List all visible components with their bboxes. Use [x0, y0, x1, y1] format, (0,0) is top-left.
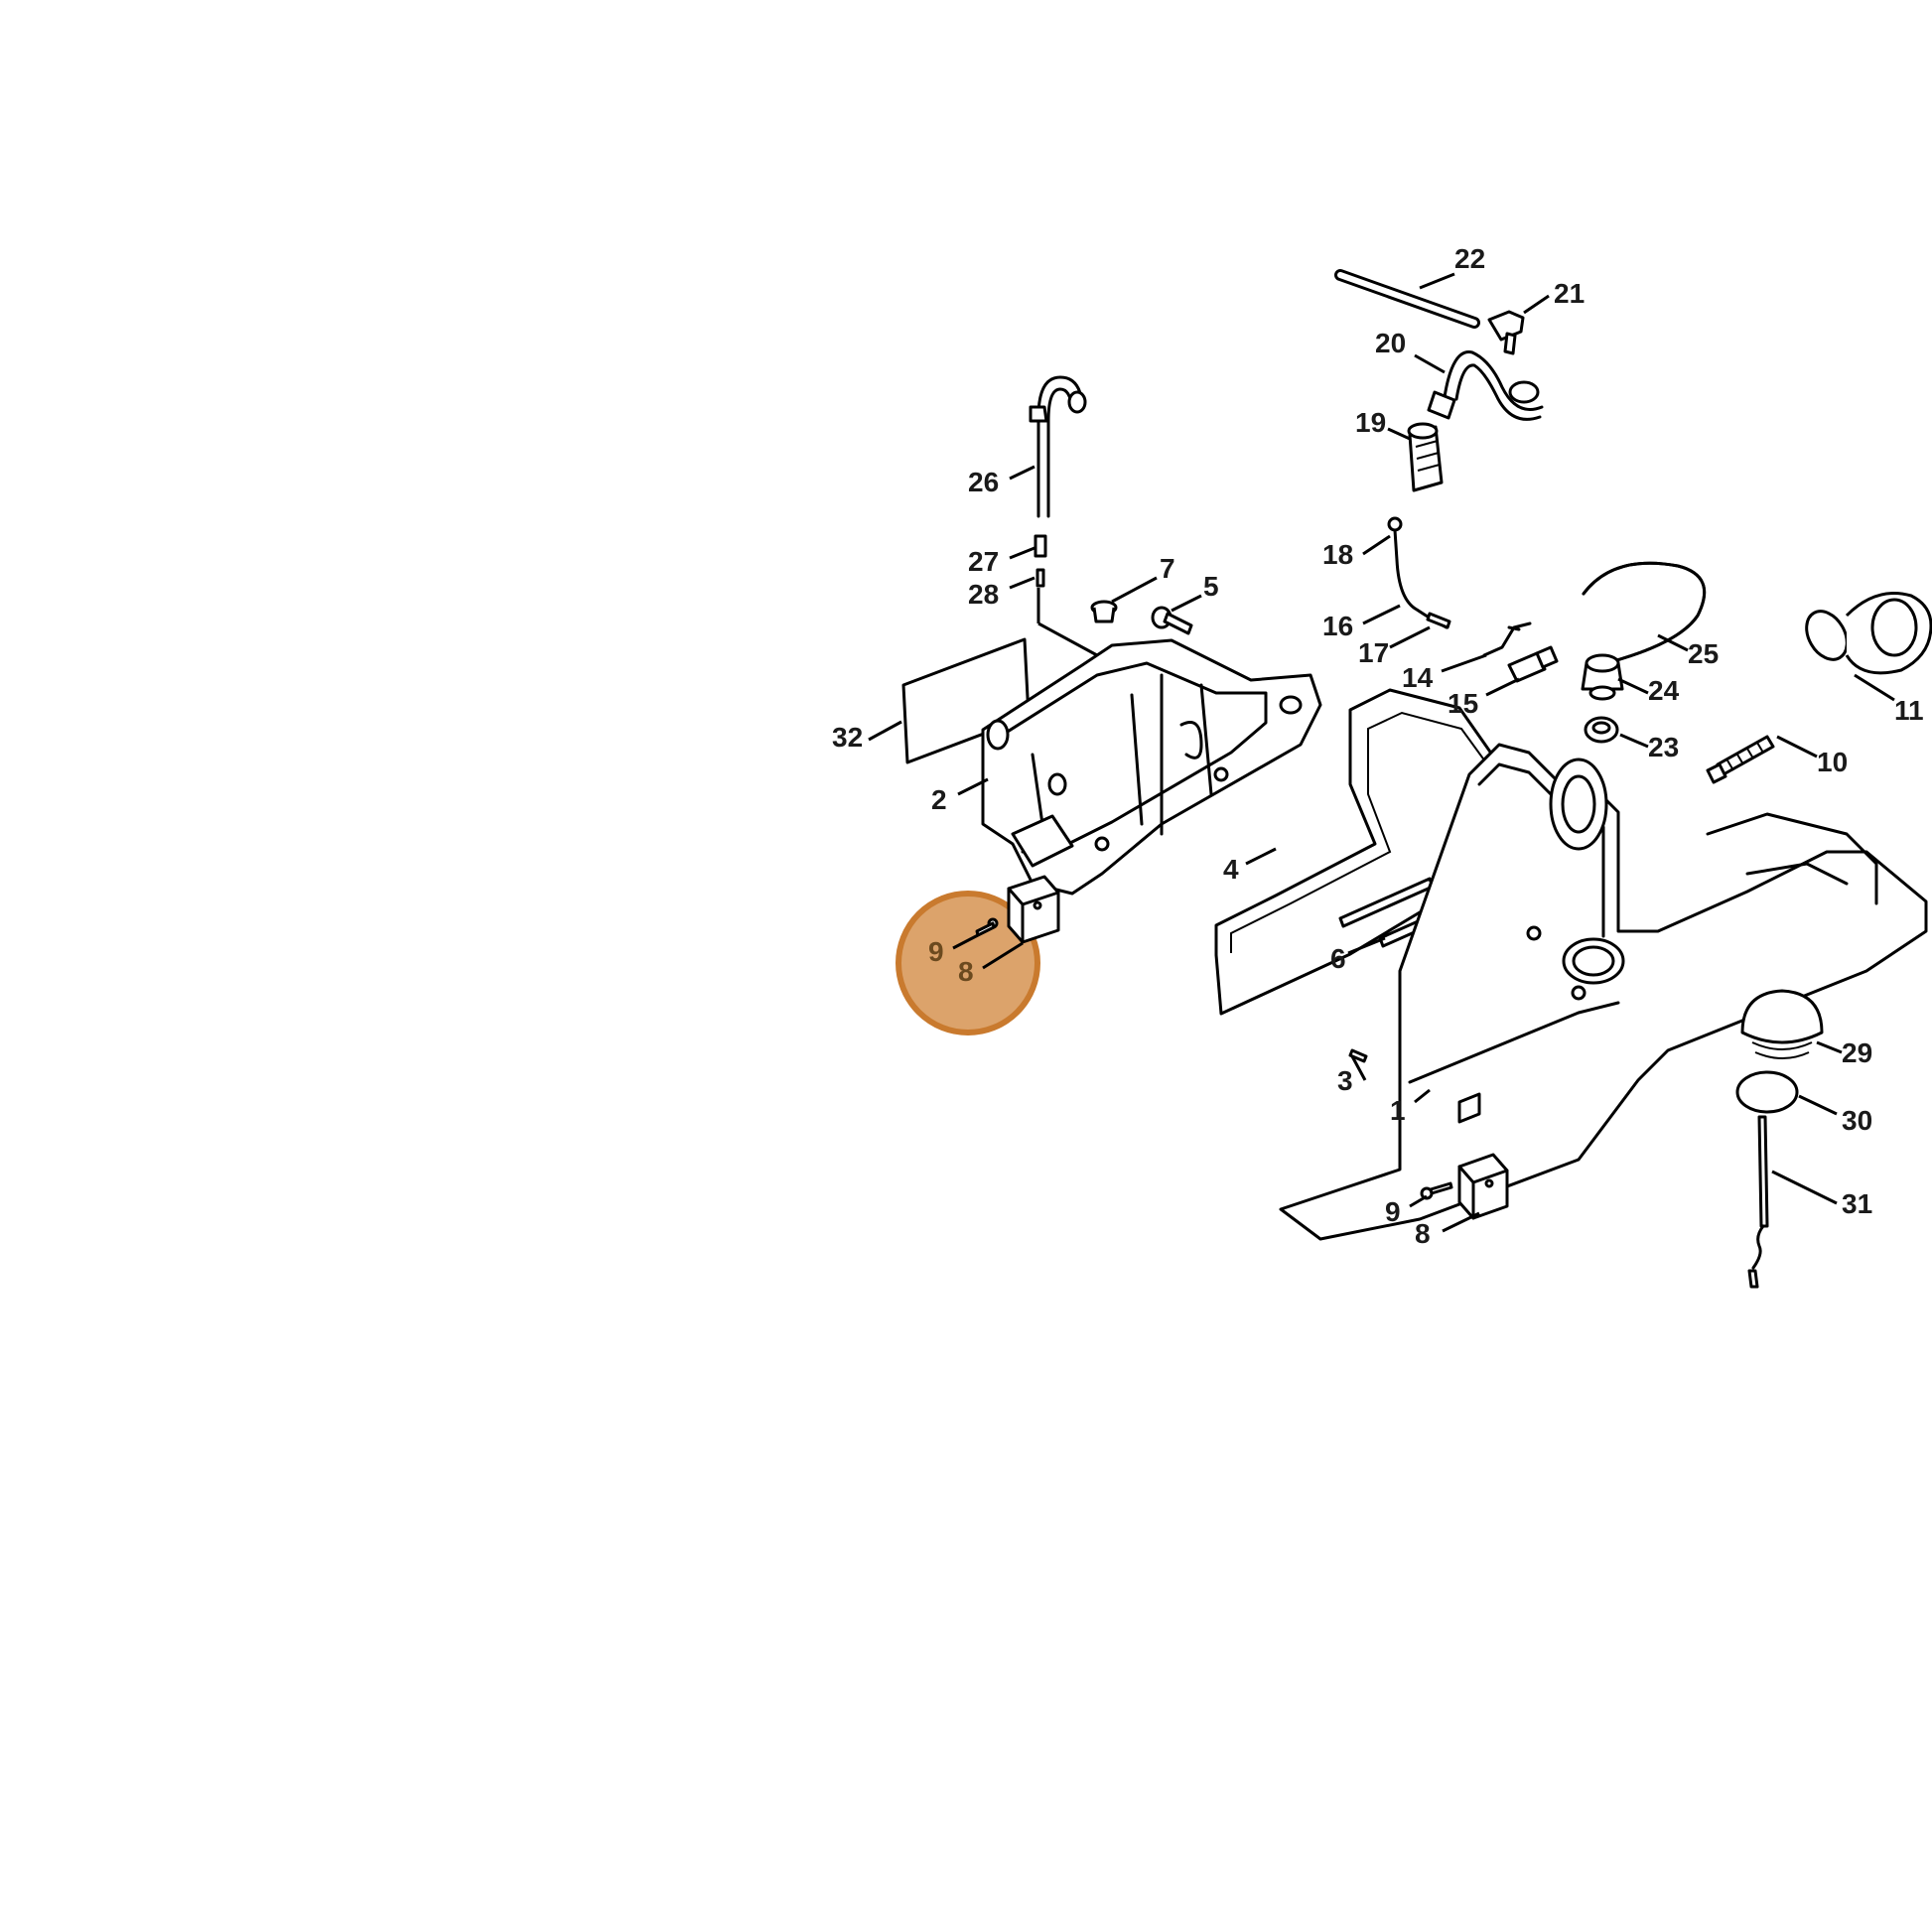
- label-7[interactable]: 7: [1160, 553, 1175, 584]
- label-9-highlighted[interactable]: 9: [928, 936, 944, 967]
- leader-lines: [868, 272, 1895, 1233]
- label-30[interactable]: 30: [1842, 1105, 1872, 1136]
- part-3-pin[interactable]: [1348, 1048, 1368, 1063]
- part-9-screw-lower[interactable]: [1420, 1181, 1453, 1200]
- label-9-lower[interactable]: 9: [1385, 1196, 1401, 1227]
- label-10[interactable]: 10: [1817, 747, 1848, 777]
- label-14[interactable]: 14: [1402, 662, 1434, 693]
- part-11-spiral-sleeve[interactable]: [1798, 592, 1932, 675]
- part-23-grommet[interactable]: [1584, 716, 1619, 744]
- part-27-sleeve[interactable]: [1034, 534, 1047, 558]
- part-28-pin[interactable]: [1035, 568, 1045, 588]
- part-9-screw-highlighted[interactable]: [975, 917, 999, 937]
- part-24-oil-pump[interactable]: [1581, 653, 1624, 701]
- label-2[interactable]: 2: [931, 784, 947, 815]
- part-1-tank-housing[interactable]: [1279, 743, 1928, 1241]
- label-4[interactable]: 4: [1223, 854, 1239, 885]
- part-20-hose[interactable]: [1427, 350, 1544, 421]
- label-24[interactable]: 24: [1648, 675, 1680, 706]
- part-21-elbow-fitting[interactable]: [1487, 310, 1525, 355]
- label-16[interactable]: 16: [1322, 611, 1353, 641]
- part-5-screw[interactable]: [1151, 606, 1193, 635]
- label-22[interactable]: 22: [1454, 243, 1485, 274]
- callout-numbers: 22 21 20 19 26 27 28 7 5 18 16 17 14 15 …: [832, 243, 1924, 1249]
- part-10-threaded-bolt[interactable]: [1706, 735, 1775, 784]
- label-23[interactable]: 23: [1648, 732, 1679, 762]
- label-20[interactable]: 20: [1375, 328, 1406, 358]
- label-1[interactable]: 1: [1390, 1095, 1406, 1126]
- label-32[interactable]: 32: [832, 722, 863, 753]
- part-30-o-ring[interactable]: [1735, 1070, 1799, 1114]
- label-5[interactable]: 5: [1203, 571, 1219, 602]
- label-25[interactable]: 25: [1688, 638, 1719, 669]
- label-11[interactable]: 11: [1894, 695, 1924, 726]
- part-29-tank-cap[interactable]: [1740, 989, 1824, 1059]
- part-8-buffer-lower[interactable]: [1457, 1153, 1509, 1220]
- label-6[interactable]: 6: [1330, 943, 1346, 974]
- label-15[interactable]: 15: [1448, 688, 1478, 719]
- label-26[interactable]: 26: [968, 467, 999, 497]
- label-21[interactable]: 21: [1554, 278, 1585, 309]
- label-28[interactable]: 28: [968, 579, 999, 610]
- part-14-clip[interactable]: [1482, 621, 1532, 657]
- label-17[interactable]: 17: [1358, 637, 1389, 668]
- part-8-buffer-highlighted[interactable]: [1007, 875, 1060, 944]
- highlight-circle[interactable]: [896, 891, 1040, 1035]
- part-26-pipe[interactable]: [1029, 375, 1087, 518]
- label-19[interactable]: 19: [1355, 407, 1386, 438]
- label-29[interactable]: 29: [1842, 1037, 1872, 1068]
- label-18[interactable]: 18: [1322, 539, 1353, 570]
- part-2-crankcase-half[interactable]: [981, 638, 1322, 896]
- part-18-16-17-cable[interactable]: [1387, 516, 1451, 629]
- part-25-hose-inner: [1582, 561, 1707, 667]
- label-31[interactable]: 31: [1842, 1188, 1872, 1219]
- part-19-filter[interactable]: [1407, 422, 1444, 492]
- part-7-plug[interactable]: [1090, 600, 1118, 623]
- label-8-highlighted[interactable]: 8: [958, 956, 974, 987]
- label-3[interactable]: 3: [1337, 1065, 1353, 1096]
- part-31-pickup-rod[interactable]: [1747, 1115, 1769, 1289]
- label-27[interactable]: 27: [968, 546, 999, 577]
- label-8-lower[interactable]: 8: [1415, 1218, 1431, 1249]
- part-15-valve[interactable]: [1507, 645, 1559, 683]
- part-22-tube[interactable]: [1334, 269, 1480, 329]
